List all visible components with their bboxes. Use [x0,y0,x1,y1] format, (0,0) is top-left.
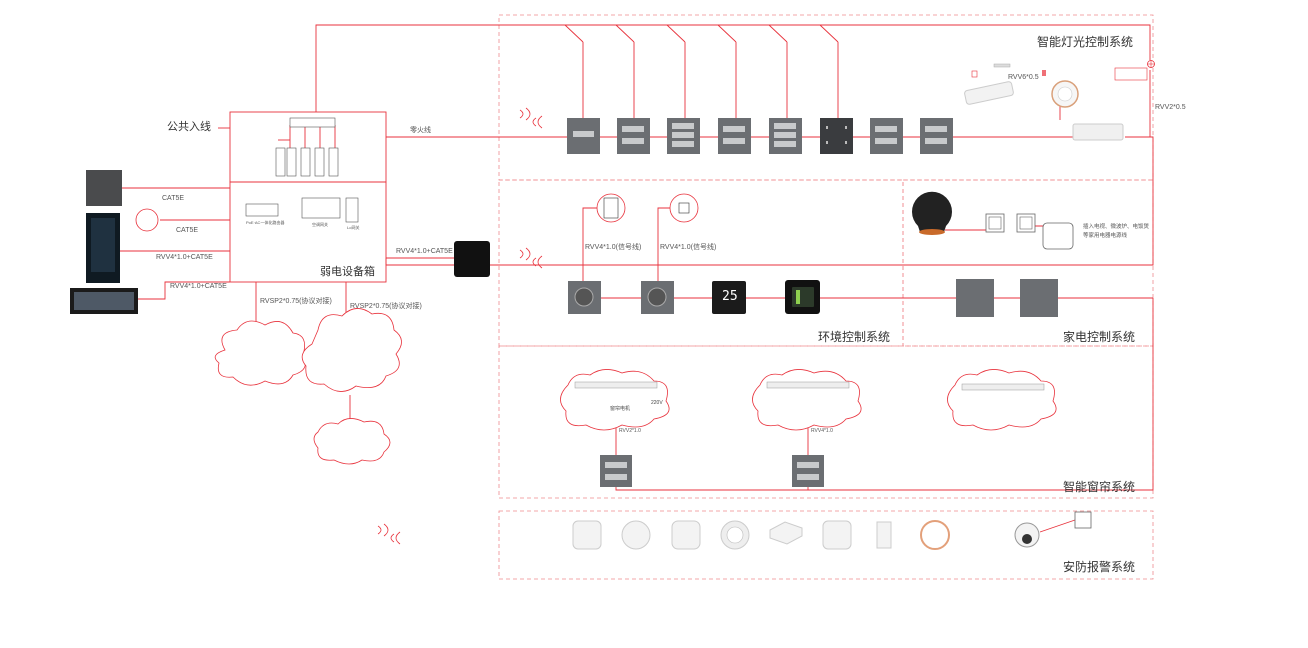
door-sensor [876,521,892,549]
curtain-track-3 [961,383,1045,391]
top-breaker [289,117,336,128]
rvv4-cat5e-label-1: RVV4*1.0+CAT5E [156,254,213,261]
small-red-part [971,70,978,78]
rvv4-cat5e-label-2: RVV4*1.0+CAT5E [170,283,227,290]
cat5e-label-2: CAT5E [176,227,199,234]
power-wires [120,24,1154,533]
switch-panel-3 [667,118,700,154]
wall-socket-1 [985,213,1005,233]
appliance-devices [911,191,1074,317]
switch-panel-5 [769,118,802,154]
socket-note-1: 插入电视、微波炉、电饭煲 [1083,224,1150,230]
curtain-devices [574,381,1045,487]
switch-panel-6 [820,118,853,154]
gateway-panel [86,170,122,206]
frame-lighting [498,14,1154,181]
rvv2-curtain-label: RVV2*1.0 [619,428,641,434]
small-red-part-2 [1042,70,1046,76]
motion-sensor [621,520,651,550]
rvv2-label: RVV2*0.5 [1155,104,1186,111]
lighting-devices [964,60,1155,141]
rvsp-label-1: RVSP2*0.75(协议对接) [260,298,332,305]
system-title-environment: 环境控制系统 [818,330,891,344]
neutral-live-label: 零火线 [410,127,431,134]
button-sensor [822,520,852,550]
smoke-sensor [572,520,602,550]
wall-socket-2 [1016,213,1036,233]
cat5e-label-1: CAT5E [162,195,185,202]
camera-socket [1074,511,1092,529]
switch-panel-8 [920,118,953,154]
rvsp-label-2: RVSP2*0.75(协议对接) [350,303,422,310]
socket-panel-2 [1020,279,1058,317]
hub-label: Lo网关 [347,225,360,230]
system-title-curtain: 智能窗帘系统 [1063,480,1136,494]
rvv4-signal-label-2: RVV4*1.0(信号线) [660,244,717,251]
poe-router [245,203,279,217]
system-title-lighting: 智能灯光控制系统 [1037,35,1134,49]
signal-icons [377,107,543,545]
rvv4-curtain-label: RVV4*1.0 [811,428,833,434]
ac-gateway [301,197,341,219]
security-hub [769,521,803,545]
smart-lock-icon [135,208,159,232]
environment-devices [568,193,820,314]
socket-panel-1 [956,279,994,317]
switch-panel-4 [718,118,751,154]
water-leak-sensor [920,520,950,550]
curtain-panel-2 [792,455,824,487]
cloud-curtain-2 [752,369,862,431]
security-devices [572,511,1092,550]
left-wall-panels [70,170,490,314]
touch-panel [454,241,490,277]
router-label: PoE·AC一体化路由器 [246,220,285,225]
cloud-ventilation [214,320,306,386]
curtain-motor-label-1: 窗帘电机 [610,406,631,412]
gateway-label: 空调网关 [312,222,328,227]
led-driver [1072,123,1124,141]
switch-panel-7 [870,118,903,154]
smart-plug [1042,222,1074,250]
curtain-track-2 [766,381,850,389]
cloud-ac [301,308,402,392]
frame-environment [498,179,904,347]
lighting-switch-panels [567,118,953,154]
curtain-220-label-1: 220V [651,400,663,406]
switch-panel-2 [617,118,650,154]
rvv4-signal-label-1: RVV4*1.0(信号线) [585,244,642,251]
driver-fixture-small [993,63,1011,68]
cabinet-title: 弱电设备箱 [320,266,375,278]
gas-sensor [671,520,701,550]
thermostat-display: 25 [722,289,738,304]
breaker-module-top [1114,67,1148,81]
thermostat-panel [712,281,746,314]
switch-panel-1 [567,118,600,154]
smart-speaker [911,191,952,232]
dimmer-driver [964,81,1014,105]
system-title-appliance: 家电控制系统 [1063,330,1136,344]
rvv4-cat5e-label-3: RVV4*1.0+CAT5E [396,248,453,255]
cabinet-devices [245,117,359,223]
public-line-label: 公共入线 [167,121,211,133]
cloud-hub [313,418,391,465]
curtain-panel-1 [600,455,632,487]
equipment-cabinet [229,111,387,283]
frame-security [498,510,1154,580]
rvv6-label: RVV6*0.5 [1008,74,1039,81]
lo-hub [345,197,359,223]
cloud-curtain-3 [947,369,1057,431]
curtain-track-1 [574,381,658,389]
socket-note-2: 等家用电器电源线 [1083,233,1128,239]
system-title-security: 安防报警系统 [1063,560,1136,574]
